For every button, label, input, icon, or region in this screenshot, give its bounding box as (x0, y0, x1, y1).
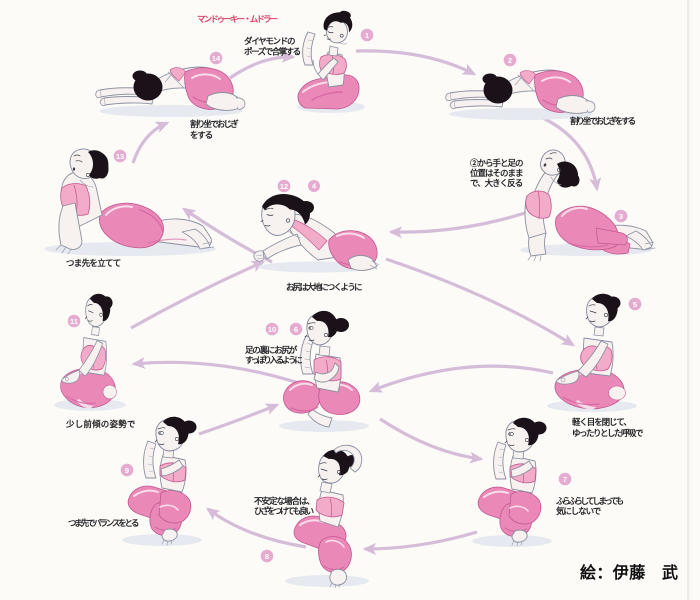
svg-text:12: 12 (280, 182, 288, 191)
svg-text:絵：伊藤 武: 絵：伊藤 武 (580, 563, 678, 582)
svg-text:気にしないで: 気にしないで (556, 506, 602, 516)
svg-text:ポーズで合掌する: ポーズで合掌する (244, 47, 301, 57)
svg-text:13: 13 (116, 152, 124, 161)
svg-text:ゆったりとした呼吸で: ゆったりとした呼吸で (572, 428, 644, 438)
svg-text:3: 3 (619, 212, 623, 221)
svg-text:9: 9 (125, 466, 129, 475)
svg-text:1: 1 (365, 31, 369, 40)
svg-text:ダイヤモンドの: ダイヤモンドの (244, 36, 295, 46)
svg-text:をする: をする (190, 130, 213, 140)
svg-text:6: 6 (294, 325, 298, 334)
svg-text:少し前傾の姿勢で: 少し前傾の姿勢で (65, 419, 136, 429)
svg-text:11: 11 (70, 317, 78, 326)
svg-text:割り坐でおじぎ: 割り坐でおじぎ (190, 119, 239, 129)
svg-text:ひざをつけても良い: ひざをつけても良い (254, 506, 314, 516)
svg-text:すっぽり入るように: すっぽり入るように (245, 355, 302, 365)
svg-text:つま先を立てて: つま先を立てて (66, 258, 121, 268)
svg-text:不安定な場合は、: 不安定な場合は、 (254, 496, 314, 506)
svg-text:マンドゥーキー・ムドラー: マンドゥーキー・ムドラー (197, 14, 278, 24)
svg-text:14: 14 (212, 54, 221, 63)
svg-text:軽く目を閉じて、: 軽く目を閉じて、 (572, 417, 631, 427)
svg-text:足の裏にお尻が: 足の裏にお尻が (245, 345, 298, 355)
svg-text:割り坐でおじぎをする: 割り坐でおじぎをする (570, 116, 636, 126)
svg-text:お尻は大地につくように: お尻は大地につくように (286, 282, 362, 292)
svg-text:②から手と足の: ②から手と足の (470, 158, 523, 168)
svg-text:10: 10 (268, 325, 276, 334)
svg-text:位置はそのまま: 位置はそのまま (470, 168, 523, 178)
svg-text:2: 2 (508, 56, 512, 65)
svg-text:つま先でバランスをとる: つま先でバランスをとる (68, 518, 139, 528)
svg-text:ふらふらしてしまっても: ふらふらしてしまっても (556, 496, 624, 506)
svg-text:5: 5 (633, 300, 637, 309)
svg-text:4: 4 (312, 182, 317, 191)
svg-text:で、大きく反る: で、大きく反る (470, 178, 523, 188)
svg-text:8: 8 (265, 552, 269, 561)
svg-text:7: 7 (563, 475, 567, 484)
